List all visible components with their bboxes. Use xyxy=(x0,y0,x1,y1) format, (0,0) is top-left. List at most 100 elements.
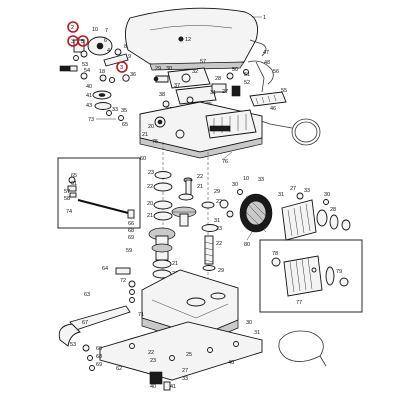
callout-69: 69 xyxy=(128,235,134,241)
inset-rotor-detail xyxy=(259,239,363,313)
callout-40: 40 xyxy=(86,84,92,90)
cable-loop xyxy=(278,330,327,367)
callout-25b: 25 xyxy=(186,352,192,358)
callout-67: 67 xyxy=(82,320,88,326)
terminal-parts xyxy=(153,39,287,108)
callout-63: 63 xyxy=(84,292,90,298)
cable-coil xyxy=(254,115,321,146)
callout-41b: 41 xyxy=(170,384,176,390)
callout-80: 80 xyxy=(244,242,250,248)
callout-43: 43 xyxy=(86,103,92,109)
callout-75: 75 xyxy=(152,139,158,145)
callout-41: 41 xyxy=(86,93,92,99)
motor-rotor xyxy=(281,192,351,241)
callout-6: 6 xyxy=(104,38,107,44)
callout-5: 5 xyxy=(81,39,84,45)
callout-35: 35 xyxy=(121,108,127,114)
callout-58: 58 xyxy=(64,196,70,202)
callout-1: 1 xyxy=(263,15,266,21)
callout-38: 38 xyxy=(159,92,165,98)
callout-30d: 30 xyxy=(246,320,252,326)
callout-29b: 29 xyxy=(218,268,224,274)
callout-56: 56 xyxy=(273,69,279,75)
callout-33d: 33 xyxy=(182,376,188,382)
callout-47: 47 xyxy=(263,50,269,56)
callout-65b: 65 xyxy=(71,173,77,179)
callout-20b: 20 xyxy=(147,201,153,207)
callout-31c: 31 xyxy=(214,218,220,224)
callout-33c: 33 xyxy=(304,188,310,194)
callout-31: 31 xyxy=(210,90,216,96)
callout-57b: 57 xyxy=(64,189,70,195)
upper-housing xyxy=(139,101,263,159)
callout-51: 51 xyxy=(244,72,250,78)
callout-2: 2 xyxy=(71,25,74,31)
highlight-callout-2 xyxy=(67,21,79,33)
callout-66b: 66 xyxy=(96,346,102,352)
callout-68: 68 xyxy=(128,228,134,234)
callout-12: 12 xyxy=(185,37,191,43)
callout-60: 60 xyxy=(140,156,146,162)
callout-31b: 31 xyxy=(278,192,284,198)
callout-71: 71 xyxy=(138,312,144,318)
callout-78: 78 xyxy=(272,251,278,257)
base-plate xyxy=(99,321,263,381)
gear-train xyxy=(148,142,219,320)
callout-31d: 31 xyxy=(254,330,260,336)
callout-22e: 22 xyxy=(148,350,154,356)
callout-22d: 22 xyxy=(216,241,222,247)
callout-68b: 68 xyxy=(96,354,102,360)
callout-21: 21 xyxy=(142,132,148,138)
callout-22b: 22 xyxy=(147,184,153,190)
callout-76: 76 xyxy=(222,159,228,165)
callout-18: 18 xyxy=(99,69,105,75)
callout-23c: 23 xyxy=(150,358,156,364)
callout-74: 74 xyxy=(66,209,72,215)
callout-22c: 22 xyxy=(216,199,222,205)
callout-48: 48 xyxy=(264,60,270,66)
callout-8: 8 xyxy=(124,44,127,50)
callout-22: 22 xyxy=(197,174,203,180)
highlight-callout-5 xyxy=(77,35,89,47)
callout-7: 7 xyxy=(105,28,108,34)
gate-arm xyxy=(58,267,171,391)
callout-33b: 33 xyxy=(258,177,264,183)
callout-72: 72 xyxy=(120,278,126,284)
callout-69b: 69 xyxy=(96,362,102,368)
callout-3-lower: 3 xyxy=(120,65,123,71)
callout-27c: 27 xyxy=(182,368,188,374)
callout-66: 66 xyxy=(128,221,134,227)
callout-23b: 23 xyxy=(216,226,222,232)
callout-32: 32 xyxy=(192,69,198,75)
callout-28: 28 xyxy=(215,76,221,82)
callout-3: 3 xyxy=(71,39,74,45)
callout-21b: 21 xyxy=(197,184,203,190)
callout-21d: 21 xyxy=(172,261,178,267)
callout-29: 29 xyxy=(155,66,161,72)
callout-62: 62 xyxy=(116,366,122,372)
callout-79: 79 xyxy=(336,269,342,275)
callout-77: 77 xyxy=(296,300,302,306)
callout-61: 61 xyxy=(71,181,77,187)
motor-stator xyxy=(219,189,273,233)
callout-46: 46 xyxy=(270,106,276,112)
callout-53: 53 xyxy=(82,62,88,68)
callout-64: 64 xyxy=(102,266,108,272)
callout-27b: 27 xyxy=(290,186,296,192)
callout-10: 10 xyxy=(92,27,98,33)
highlight-callout-3b xyxy=(116,61,128,73)
callout-23: 23 xyxy=(148,170,154,176)
callout-57: 57 xyxy=(200,59,206,65)
callout-55: 55 xyxy=(281,88,287,94)
callout-10b: 10 xyxy=(243,176,249,182)
callout-30: 30 xyxy=(166,66,172,72)
callout-50: 50 xyxy=(232,67,238,73)
inset-release-lever xyxy=(57,157,141,229)
callout-30b: 30 xyxy=(232,182,238,188)
callout-36: 36 xyxy=(130,72,136,78)
release-lever xyxy=(67,176,135,219)
callout-40c: 40 xyxy=(228,360,234,366)
callout-28b: 28 xyxy=(330,207,336,213)
